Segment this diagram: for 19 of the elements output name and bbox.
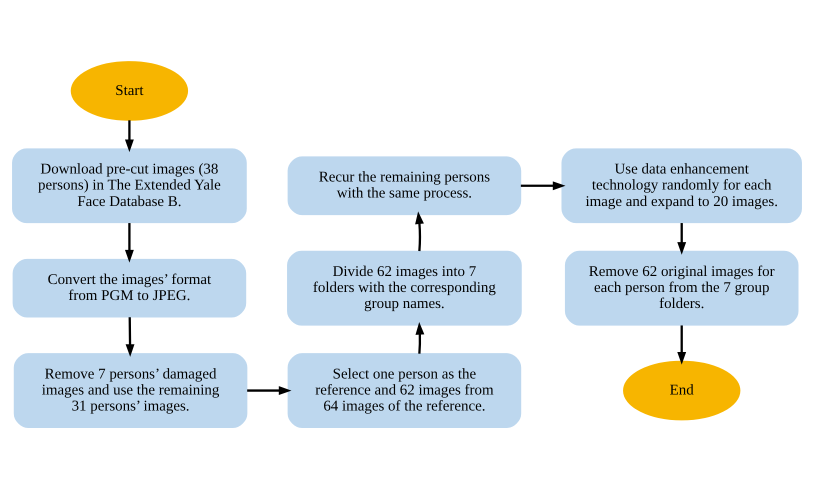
- node-box: Recur the remaining persons with the same process.: [288, 156, 522, 216]
- arrow: [415, 322, 424, 354]
- arrow: [124, 120, 134, 152]
- arrow: [247, 386, 292, 396]
- arrow: [520, 181, 566, 190]
- arrow: [677, 223, 686, 255]
- arrow: [677, 325, 686, 365]
- node-box: Divide 62 images into 7 folders with the corresponding group names.: [287, 250, 522, 326]
- node-ellipse: End: [623, 360, 740, 420]
- node-ellipse: Start: [70, 61, 188, 121]
- arrow: [415, 211, 424, 252]
- node-box: Download pre-cut images (38 persons) in The Extended Yale Face Database B.: [12, 148, 247, 224]
- node-box: Use data enhancement technology randomly for each image and expand to 20 images.: [561, 148, 802, 224]
- node-box: Remove 62 original images for each person from the 7 group folders.: [564, 250, 798, 326]
- node-box: Convert the images’ format from PGM to JPEG.: [12, 258, 246, 318]
- node-box: Remove 7 persons’ damaged images and use the remaining 31 persons’ images.: [14, 353, 248, 428]
- arrow: [126, 317, 134, 357]
- node-box: Select one person as the reference and 62 images from 64 images of the reference.: [288, 353, 522, 428]
- arrow: [124, 223, 134, 263]
